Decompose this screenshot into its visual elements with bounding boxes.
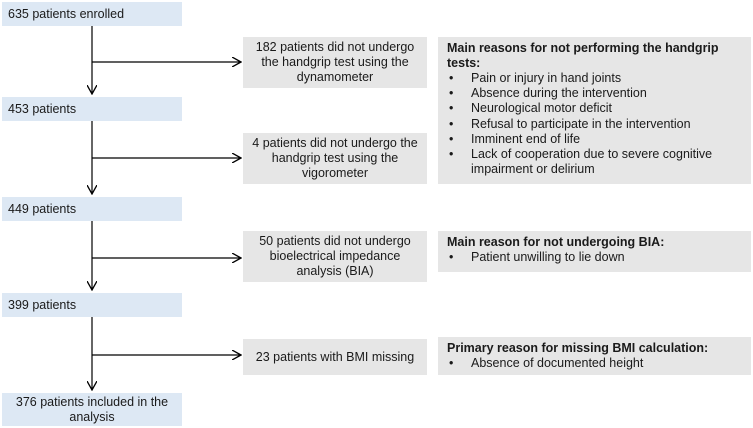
reason-title-bmi: Primary reason for missing BMI calculati…: [447, 341, 709, 355]
exclusion-box-bmi: 23 patients with BMI missing: [243, 339, 427, 375]
remaining-399-box: 399 patients: [2, 293, 182, 317]
remaining-453-text: 453 patients: [8, 101, 77, 116]
enrolled-box: 635 patients enrolled: [2, 2, 182, 26]
remaining-449-box: 449 patients: [2, 197, 182, 221]
reason-item: Imminent end of life: [447, 132, 743, 147]
reason-box-bmi: Primary reason for missing BMI calculati…: [438, 337, 751, 375]
reason-title-handgrip: Main reasons for not performing the hand…: [447, 41, 719, 70]
included-text: 376 patients included in the analysis: [15, 394, 169, 424]
included-box: 376 patients included in the analysis: [2, 393, 182, 426]
exclusion-box-bia: 50 patients did not undergo bioelectrica…: [243, 231, 427, 282]
reason-item: Absence during the intervention: [447, 86, 743, 101]
reason-list-bmi: Absence of documented height: [447, 356, 743, 371]
exclusion-box-dynamometer: 182 patients did not undergo the handgri…: [243, 37, 427, 88]
reason-item: Lack of cooperation due to severe cognit…: [447, 147, 743, 177]
exclusion-text-vigorometer: 4 patients did not undergo the handgrip …: [252, 136, 418, 180]
reason-item: Absence of documented height: [447, 356, 743, 371]
exclusion-text-bmi: 23 patients with BMI missing: [255, 349, 415, 364]
remaining-399-text: 399 patients: [8, 297, 77, 312]
remaining-449-text: 449 patients: [8, 201, 77, 216]
reason-box-handgrip: Main reasons for not performing the hand…: [438, 37, 751, 184]
reason-item: Refusal to participate in the interventi…: [447, 117, 743, 132]
reason-list-handgrip: Pain or injury in hand joints Absence du…: [447, 71, 743, 177]
exclusion-text-bia: 50 patients did not undergo bioelectrica…: [259, 234, 411, 278]
enrolled-text: 635 patients enrolled: [8, 6, 125, 21]
remaining-453-box: 453 patients: [2, 97, 182, 121]
reason-list-bia: Patient unwilling to lie down: [447, 250, 743, 265]
reason-item: Pain or injury in hand joints: [447, 71, 743, 86]
reason-item: Neurological motor deficit: [447, 101, 743, 116]
exclusion-text-dynamometer: 182 patients did not undergo the handgri…: [255, 40, 415, 84]
exclusion-box-vigorometer: 4 patients did not undergo the handgrip …: [243, 133, 427, 184]
reason-box-bia: Main reason for not undergoing BIA: Pati…: [438, 231, 751, 272]
reason-title-bia: Main reason for not undergoing BIA:: [447, 235, 665, 249]
reason-item: Patient unwilling to lie down: [447, 250, 743, 265]
